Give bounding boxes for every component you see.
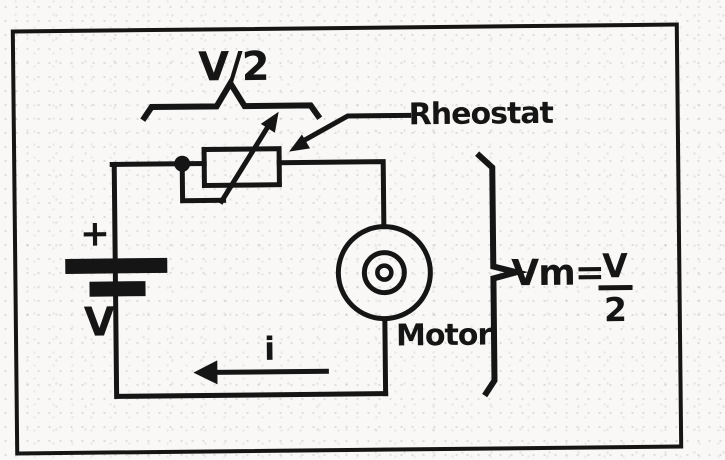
leader-line bbox=[300, 112, 412, 144]
junction-dot bbox=[174, 155, 191, 172]
wiper-arrow-shaft bbox=[218, 123, 272, 205]
leader-arrowhead bbox=[289, 134, 311, 152]
motor-middle-circle bbox=[361, 250, 407, 296]
motor-bottom-wire bbox=[382, 317, 389, 397]
top-wire-right bbox=[276, 159, 387, 230]
motor-voltage-label: Vm= bbox=[511, 252, 605, 295]
current-arrowhead bbox=[193, 360, 218, 385]
fraction-numerator: V bbox=[598, 246, 633, 291]
battery-negative-plate bbox=[89, 281, 146, 297]
battery-positive-plate bbox=[65, 257, 168, 274]
battery-voltage-label: V bbox=[83, 299, 115, 346]
top-wire-left bbox=[109, 160, 207, 167]
rheostat-label: Rheostat bbox=[408, 95, 554, 133]
bypass-wire bbox=[179, 161, 227, 204]
motor-label: Motor bbox=[395, 317, 492, 354]
left-and-bottom-wire bbox=[111, 161, 389, 399]
motor-inner-circle bbox=[375, 263, 394, 282]
motor-voltage-brace bbox=[475, 151, 529, 398]
figure-frame: V/2 Rheostat + V Motor i Vm= V 2 bbox=[10, 22, 684, 456]
v-half-overbrace bbox=[140, 77, 323, 122]
circuit-drawing bbox=[65, 77, 529, 399]
wiper-arrowhead bbox=[260, 111, 279, 133]
current-label: i bbox=[263, 329, 275, 368]
rheostat-voltage-label: V/2 bbox=[197, 43, 269, 91]
fraction-denominator: 2 bbox=[603, 290, 628, 330]
motor-outer-circle bbox=[335, 224, 433, 322]
battery-plus-label: + bbox=[79, 213, 110, 255]
rheostat-body bbox=[201, 146, 282, 189]
current-arrow-shaft bbox=[211, 368, 329, 375]
motor-voltage-fraction: V 2 bbox=[598, 246, 633, 330]
